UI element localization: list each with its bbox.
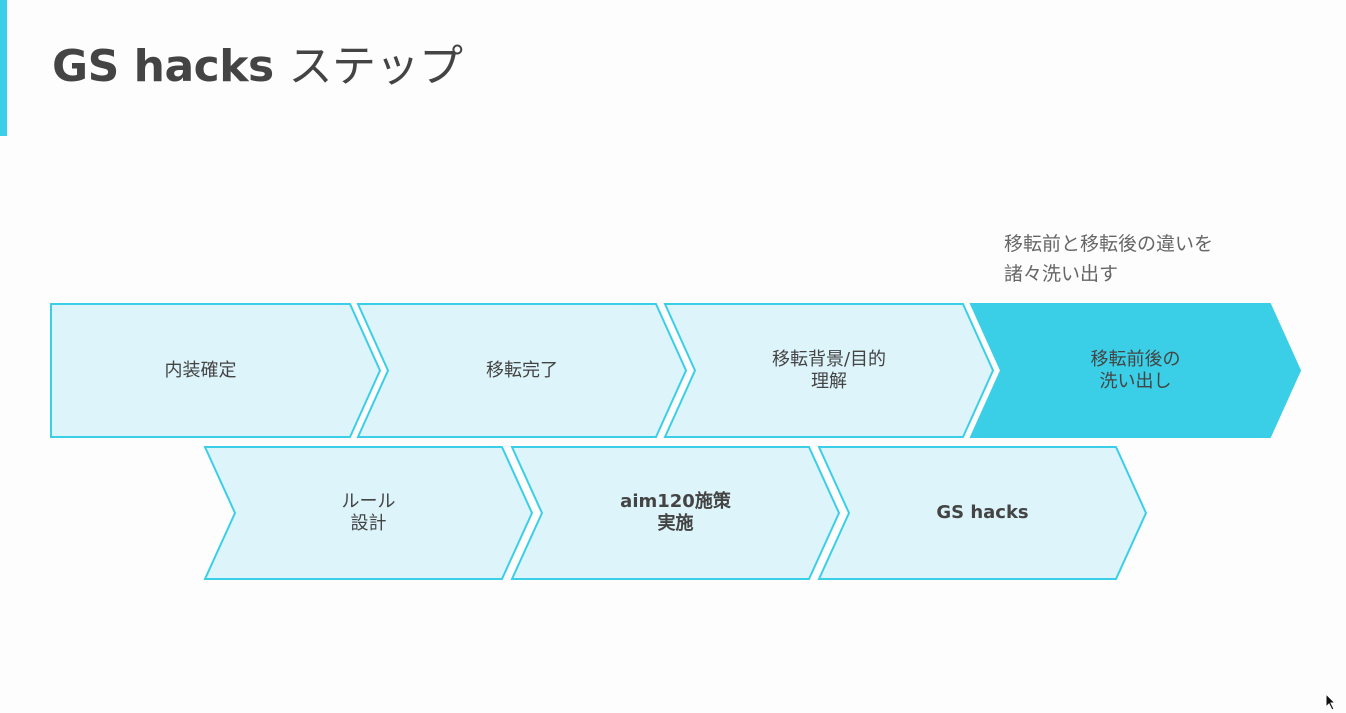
step-label-6: aim120施策 実施 [620, 491, 731, 534]
annotation-line-1: 移転前と移転後の違いを [1004, 233, 1214, 255]
step-label-5: ルール 設計 [341, 491, 396, 534]
step-label-1: 内装確定 [164, 359, 237, 381]
step-label-7: GS hacks [936, 502, 1029, 523]
mouse-cursor-icon [1325, 693, 1337, 711]
step-chevron-1 [50, 303, 382, 438]
title-jp: ステップ [288, 41, 464, 92]
step-chevron-3 [663, 303, 995, 438]
step-annotation: 移転前と移転後の違いを諸々洗い出す [1004, 229, 1213, 289]
step-label-4: 移転前後の 洗い出し [1090, 348, 1181, 392]
title-accent-bar [0, 0, 7, 136]
title-latin: GS hacks [52, 41, 274, 92]
step-chevron-6 [510, 446, 841, 580]
page-title: GS hacks ステップ [52, 30, 463, 94]
step-chevron-7 [817, 446, 1148, 580]
step-chevron-2 [356, 303, 688, 438]
step-label-2: 移転完了 [486, 359, 558, 381]
step-chevron-5 [203, 446, 534, 580]
step-chevron-4 [969, 303, 1302, 438]
annotation-line-2: 諸々洗い出す [1004, 263, 1119, 285]
step-label-3: 移転背景/目的 理解 [771, 348, 887, 392]
